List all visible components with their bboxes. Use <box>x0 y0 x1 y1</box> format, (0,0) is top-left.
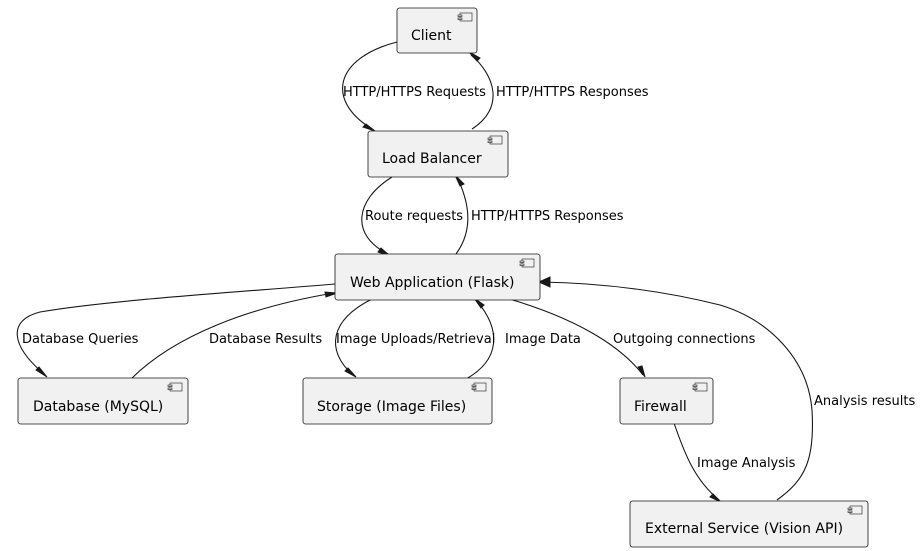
edge-label: Image Data <box>505 332 581 347</box>
node-firewall[interactable]: Firewall <box>619 377 714 425</box>
component-icon <box>847 505 863 515</box>
edge-labels: HTTP/HTTPS Requests HTTP/HTTPS Responses… <box>22 85 915 471</box>
component-icon <box>471 382 487 392</box>
edges <box>16 41 814 501</box>
arrowhead-web-right <box>537 276 551 288</box>
edge-label: Database Results <box>209 332 322 347</box>
node-web-application[interactable]: Web Application (Flask) <box>334 253 541 301</box>
node-label: External Service (Vision API) <box>645 521 843 537</box>
edge-web-to-firewall <box>505 297 644 376</box>
edge-db-to-web <box>130 292 335 380</box>
arrowhead-web-left <box>324 291 338 298</box>
component-icon <box>519 258 535 268</box>
arrowhead-firewall-top <box>637 365 646 378</box>
component-icon <box>487 135 503 145</box>
edge-label: HTTP/HTTPS Responses <box>471 209 624 224</box>
node-label: Database (MySQL) <box>33 399 163 415</box>
node-label: Client <box>411 28 452 44</box>
edge-client-to-lb <box>342 41 398 130</box>
node-load-balancer[interactable]: Load Balancer <box>367 130 509 178</box>
arrowhead-client-bottom <box>468 51 481 62</box>
node-label: Web Application (Flask) <box>350 275 515 291</box>
node-storage[interactable]: Storage (Image Files) <box>302 377 493 425</box>
arrowheads <box>35 51 722 503</box>
edge-label: Outgoing connections <box>613 332 756 347</box>
edge-label: Analysis results <box>814 394 915 409</box>
node-database[interactable]: Database (MySQL) <box>17 377 189 425</box>
node-label: Storage (Image Files) <box>317 399 466 415</box>
edge-lb-to-web <box>361 176 393 255</box>
node-client[interactable]: Client <box>396 7 478 54</box>
node-label: Load Balancer <box>382 151 482 167</box>
edge-firewall-to-ext <box>673 422 720 501</box>
node-label: Firewall <box>634 399 687 415</box>
edge-label: Route requests <box>365 209 463 224</box>
node-external-service[interactable]: External Service (Vision API) <box>629 500 869 548</box>
edge-storage-to-web <box>465 299 495 380</box>
arrowhead-lb-top-left <box>362 123 376 132</box>
arrowhead-web-bottom <box>473 297 485 309</box>
component-icon <box>457 12 473 22</box>
arrowhead-storage-top <box>344 367 357 378</box>
arrowhead-db-top <box>35 366 48 378</box>
edge-label: Database Queries <box>22 332 139 347</box>
component-icon <box>167 382 183 392</box>
nodes: Client Load Balancer Web Application (Fl… <box>17 7 869 548</box>
arrowhead-lb-bottom <box>454 174 465 187</box>
arrowhead-ext-top <box>709 493 722 503</box>
component-icon <box>692 382 708 392</box>
edge-label: Image Analysis <box>697 456 796 471</box>
edge-web-to-storage <box>335 298 373 376</box>
edge-lb-to-client <box>470 54 494 130</box>
edge-label: HTTP/HTTPS Requests <box>343 85 486 100</box>
edge-label: HTTP/HTTPS Responses <box>496 85 649 100</box>
edge-ext-to-web <box>540 281 814 501</box>
edge-web-to-db <box>16 283 336 375</box>
edge-label: Image Uploads/Retrieval <box>336 332 495 347</box>
